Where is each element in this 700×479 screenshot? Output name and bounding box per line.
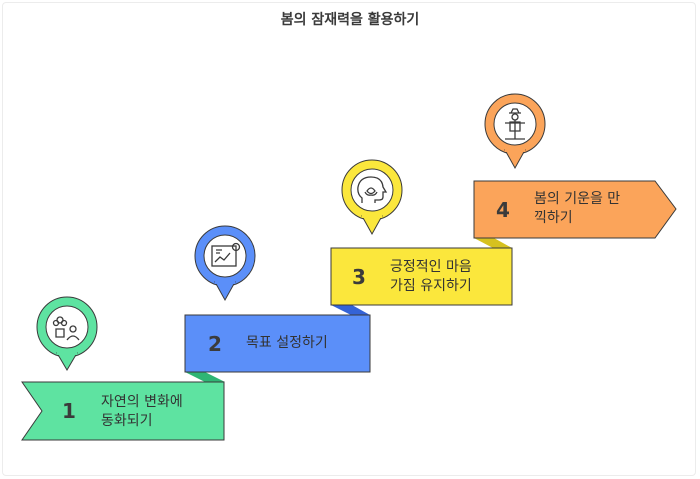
step-3-number: 3 xyxy=(352,265,366,289)
step-1-number: 1 xyxy=(62,399,76,423)
step-1-label: 자연의 변화에 동화되기 xyxy=(101,394,183,429)
step-1-pin xyxy=(36,296,98,371)
step-2-pin xyxy=(194,225,256,302)
step-1-connector xyxy=(185,372,225,382)
diagram-title: 봄의 잠재력을 활용하기 xyxy=(280,12,420,28)
step-4-label: 봄의 기운을 만 끽하기 xyxy=(534,191,621,226)
step-2-label: 목표 설정하기 xyxy=(246,335,328,351)
step-4-number: 4 xyxy=(496,198,510,222)
goal-chart-icon xyxy=(211,242,241,267)
step-2-connector xyxy=(331,305,370,315)
step-1-ribbon xyxy=(21,381,225,441)
flower-people-icon xyxy=(52,316,80,341)
step-3-pin xyxy=(341,159,403,236)
step-2-number: 2 xyxy=(208,332,222,356)
scarecrow-icon xyxy=(505,108,525,140)
mind-lotus-icon xyxy=(357,176,388,203)
step-3-box xyxy=(330,247,513,306)
step-3-connector xyxy=(474,238,512,248)
step-3-label: 긍정적인 마음 가짐 유지하기 xyxy=(390,259,472,294)
step-2-box xyxy=(184,314,371,373)
step-4-arrow xyxy=(473,180,677,239)
